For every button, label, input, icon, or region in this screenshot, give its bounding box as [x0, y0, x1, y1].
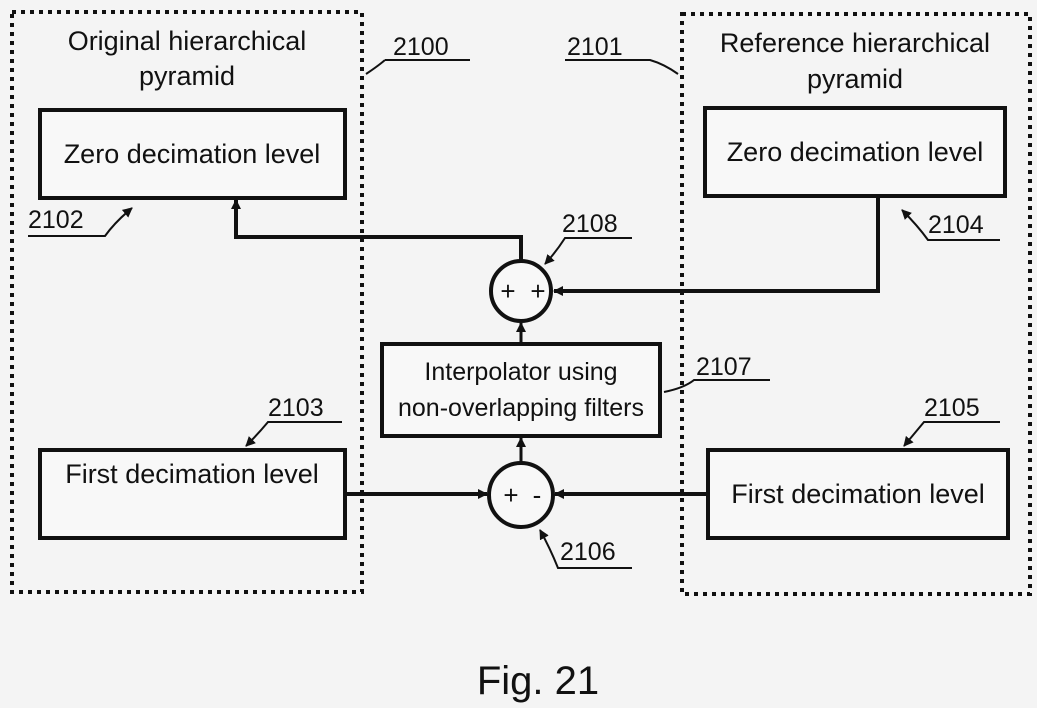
ref-2104: 2104	[928, 211, 984, 239]
original-first-decimation-box	[38, 448, 347, 540]
subtractor-right-sign: -	[533, 480, 542, 510]
leader-2106	[539, 529, 632, 569]
leader-2102	[28, 207, 133, 237]
ref-2106: 2106	[560, 538, 616, 566]
ref-2101: 2101	[567, 33, 623, 61]
leader-2105	[903, 421, 1000, 447]
ref-2100: 2100	[393, 33, 449, 61]
subtractor-left-sign: +	[503, 480, 518, 510]
adder-left-sign: +	[500, 276, 515, 306]
reference-zero-decimation-label: Zero decimation level	[727, 137, 984, 167]
ref-2102: 2102	[28, 206, 84, 234]
leader-2107	[663, 379, 770, 393]
original-zero-decimation-box	[38, 108, 347, 200]
original-pyramid-title-line1: Original hierarchical	[68, 26, 307, 56]
original-zero-decimation-label: Zero decimation level	[64, 139, 321, 169]
interpolator-label-line2: non-overlapping filters	[398, 394, 644, 422]
leader-2100	[365, 59, 470, 75]
reference-first-decimation-label: First decimation level	[731, 479, 985, 509]
original-first-decimation-label: First decimation level	[65, 459, 319, 489]
reference-pyramid-title-line1: Reference hierarchical	[720, 28, 990, 58]
reference-zero-decimation-box	[703, 106, 1007, 198]
adder-right-sign: +	[530, 276, 545, 306]
arrow-adder-to-original-zero	[231, 199, 523, 261]
subtractor-circle	[487, 461, 555, 529]
interpolator-label-line1: Interpolator using	[424, 358, 617, 386]
leader-2103	[245, 421, 342, 447]
original-pyramid-border	[10, 10, 364, 594]
leader-2101	[565, 59, 679, 75]
leader-2104	[901, 209, 1000, 241]
leader-2108	[544, 237, 632, 265]
ref-2103: 2103	[268, 394, 324, 422]
ref-2108: 2108	[562, 210, 618, 238]
arrow-reference-zero-to-adder	[553, 196, 880, 296]
original-pyramid-title-line2: pyramid	[139, 61, 235, 91]
figure-caption: Fig. 21	[477, 659, 599, 703]
reference-pyramid-title-line2: pyramid	[807, 64, 903, 94]
reference-pyramid-border	[680, 12, 1032, 596]
ref-2107: 2107	[696, 353, 752, 381]
ref-2105: 2105	[924, 394, 980, 422]
